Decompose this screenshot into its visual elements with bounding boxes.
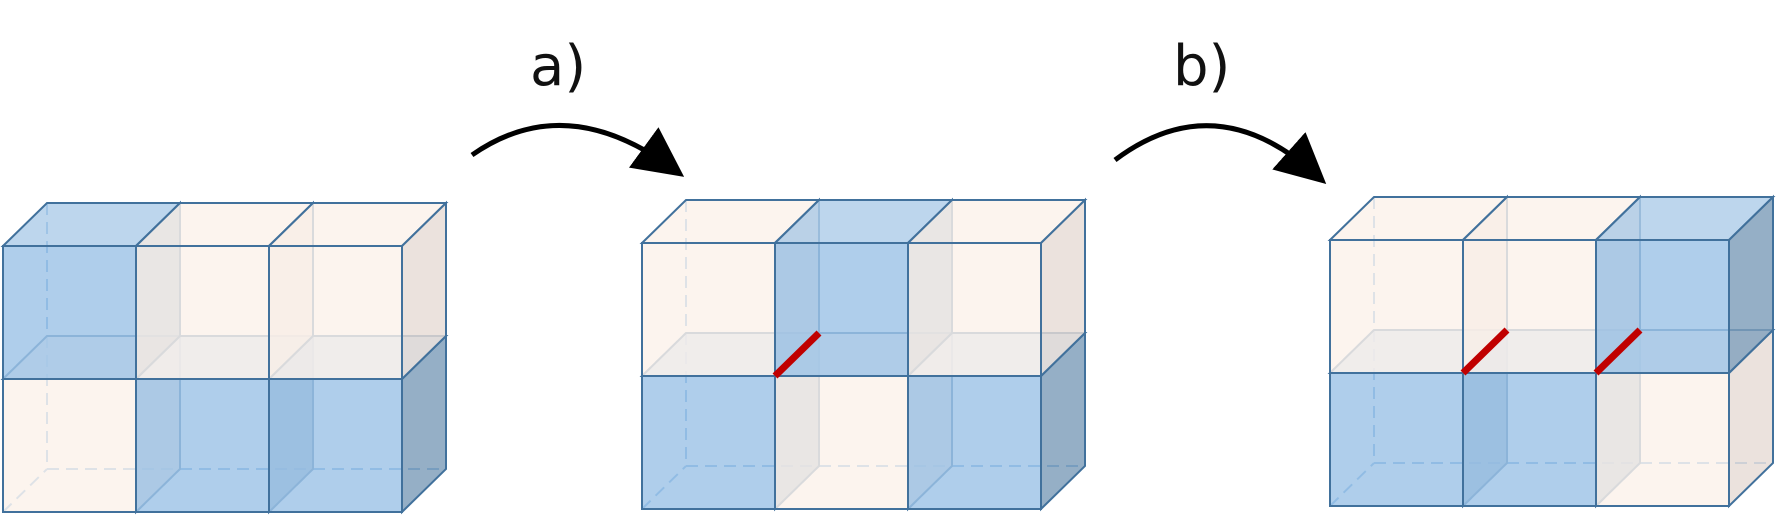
configuration-after-a	[639, 197, 1088, 512]
cube-cream-front-face	[774, 375, 909, 510]
cube-blue-front-face	[641, 375, 776, 510]
cube-blue-front-face	[268, 378, 403, 513]
cube-cream-front-face	[1595, 372, 1730, 507]
cut-edge	[1460, 327, 1510, 376]
cube-blue-front-face	[907, 375, 1042, 510]
cube-cream-front-face	[135, 245, 270, 380]
cube-blue-front-face	[1462, 372, 1597, 507]
transition-arrow-b	[1113, 123, 1327, 184]
cube-cream-front-face	[268, 245, 403, 380]
cube-blue-front-face	[135, 378, 270, 513]
configuration-after-b	[1327, 194, 1776, 509]
cut-edge	[1593, 327, 1643, 376]
cube-blue-front-face	[2, 245, 137, 380]
configuration-initial	[0, 200, 449, 515]
cube-cream-front-face	[641, 242, 776, 377]
transition-label-b: b)	[1173, 34, 1230, 99]
cut-edge	[772, 330, 822, 379]
cube-cream-front-face	[2, 378, 137, 513]
transition-arrow-a	[470, 122, 685, 177]
cube-cream-front-face	[1329, 239, 1464, 374]
cube-cream-front-face	[907, 242, 1042, 377]
cube-blue-front-face	[1329, 372, 1464, 507]
transition-label-a: a)	[530, 34, 586, 99]
